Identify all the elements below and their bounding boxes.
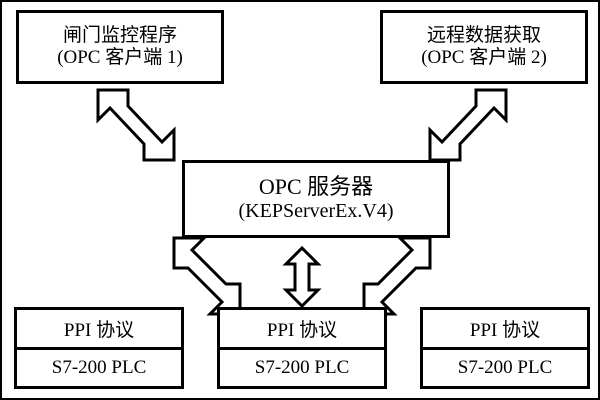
node-plc-2-protocol: PPI 协议	[220, 310, 384, 350]
node-opc-client-1-line2: (OPC 客户端 1)	[57, 47, 183, 68]
node-plc-1-device: S7-200 PLC	[51, 356, 147, 378]
node-opc-server: OPC 服务器 (KEPServerEx.V4)	[182, 160, 450, 238]
node-plc-2: PPI 协议 S7-200 PLC	[217, 307, 387, 389]
node-opc-client-2: 远程数据获取 (OPC 客户端 2)	[380, 10, 588, 84]
node-opc-client-2-line1: 远程数据获取	[426, 24, 541, 46]
node-plc-3: PPI 协议 S7-200 PLC	[420, 307, 590, 389]
node-opc-server-line1: OPC 服务器	[258, 174, 374, 200]
node-plc-3-protocol: PPI 协议	[423, 310, 587, 350]
node-opc-client-1-line1: 闸门监控程序	[62, 24, 177, 46]
node-plc-3-device: S7-200 PLC	[457, 356, 553, 378]
node-plc-2-device: S7-200 PLC	[254, 356, 350, 378]
arrow-server-to-plc-3	[362, 236, 432, 316]
node-opc-client-2-line2: (OPC 客户端 2)	[421, 47, 547, 68]
node-plc-1-protocol: PPI 协议	[17, 310, 181, 350]
arrow-server-to-plc-1	[172, 236, 242, 316]
arrow-server-to-client-right	[428, 88, 508, 162]
arrow-server-to-client-left	[96, 88, 176, 162]
node-opc-client-1: 闸门监控程序 (OPC 客户端 1)	[16, 10, 224, 84]
node-plc-1: PPI 协议 S7-200 PLC	[14, 307, 184, 389]
arrow-server-to-plc-2	[282, 245, 322, 309]
node-opc-server-line2: (KEPServerEx.V4)	[238, 200, 394, 223]
